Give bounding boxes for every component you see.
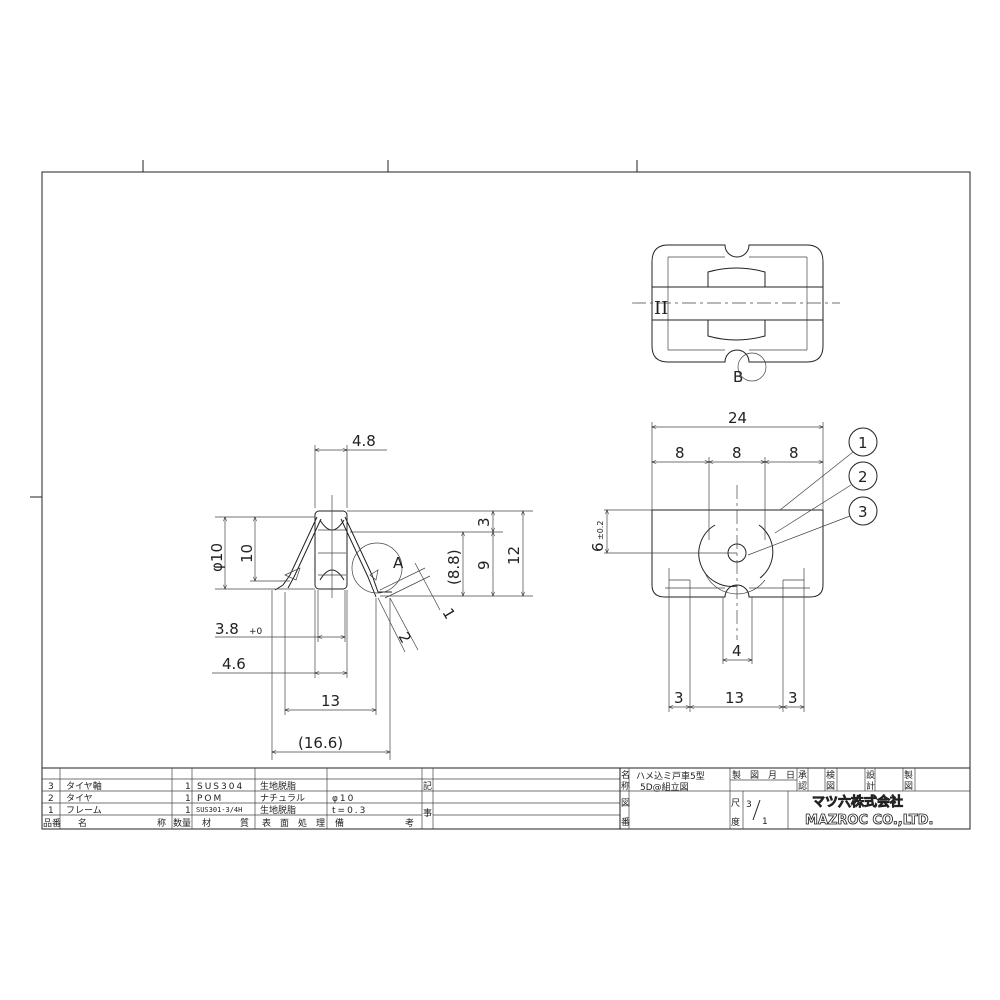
- dim-8-left: 8: [675, 444, 685, 462]
- date-label: 製 図 月 日: [732, 769, 795, 781]
- front-view: 24 8 8 8 6 ±0.2 1 2 3 4: [589, 409, 878, 712]
- svg-text:検: 検: [826, 769, 835, 781]
- svg-text:3: 3: [746, 800, 752, 810]
- detail-circle-b: [737, 352, 767, 382]
- svg-text:備: 備: [335, 817, 344, 829]
- svg-text:t=0.3: t=0.3: [332, 806, 367, 816]
- svg-text:数量: 数量: [173, 817, 191, 829]
- svg-text:計: 計: [866, 780, 875, 792]
- frame-part: [274, 516, 392, 598]
- svg-text:1: 1: [48, 806, 54, 816]
- parts-row: 1 フレーム 1 SUS301-3/4H 生地脱脂 t=0.3: [48, 804, 367, 816]
- dim-3-8: 3.8: [215, 620, 239, 638]
- detail-circle-a: [351, 542, 403, 594]
- dim-24: 24: [728, 409, 747, 427]
- svg-text:SUS304: SUS304: [197, 782, 244, 792]
- svg-text:考: 考: [405, 818, 414, 829]
- dim-10: 10: [238, 544, 256, 563]
- dim-8-mid: 8: [732, 444, 742, 462]
- svg-text:タイヤ軸: タイヤ軸: [66, 780, 102, 792]
- svg-text:3: 3: [858, 503, 868, 521]
- svg-text:ナチュラル: ナチュラル: [260, 793, 305, 804]
- svg-text:質: 質: [240, 817, 249, 829]
- dim-2: 2: [395, 629, 415, 646]
- dim-13: 13: [321, 692, 340, 710]
- svg-text:生地脱脂: 生地脱脂: [260, 780, 296, 792]
- balloon-2: 2: [774, 461, 878, 534]
- dim-13-front: 13: [725, 689, 744, 707]
- dim-diameter: φ10: [208, 543, 226, 572]
- detail-label-b: B: [733, 368, 743, 386]
- drawing-title: ハメ込ミ戸車5型: [636, 770, 705, 782]
- top-view: II B: [632, 244, 840, 386]
- dim-3: 3: [475, 517, 493, 527]
- svg-text:POM: POM: [197, 794, 223, 804]
- svg-text:タイヤ: タイヤ: [66, 793, 93, 804]
- svg-text:度: 度: [731, 816, 740, 828]
- dim-6: 6: [589, 542, 607, 552]
- svg-text:フレーム: フレーム: [66, 805, 102, 816]
- sheet-frame: [30, 160, 971, 830]
- svg-text:認: 認: [798, 780, 807, 792]
- dim-1: 1: [439, 605, 459, 622]
- svg-text:尺: 尺: [731, 798, 740, 809]
- svg-text:表 面 処 理: 表 面 処 理: [262, 817, 325, 829]
- svg-text:φ10: φ10: [332, 794, 355, 804]
- balloon-1: 1: [779, 427, 878, 511]
- dim-12: 12: [505, 546, 523, 565]
- svg-text:マツ六株式会社: マツ六株式会社: [812, 794, 903, 810]
- svg-text:称: 称: [157, 817, 166, 829]
- parts-header: 品番 名 称 数量 材 質 表 面 処 理 備 考: [43, 817, 414, 829]
- svg-text:1: 1: [185, 794, 191, 804]
- svg-text:名: 名: [621, 769, 630, 781]
- svg-text:1: 1: [762, 817, 768, 827]
- title-block: 名 称 ハメ込ミ戸車5型 5D@組立図 図 番 製 図 月 日 承 認 検 図 …: [620, 768, 970, 829]
- svg-text:生地脱脂: 生地脱脂: [260, 804, 296, 816]
- svg-text:MAZROC CO.,LTD.: MAZROC CO.,LTD.: [805, 813, 933, 828]
- svg-text:図: 図: [826, 781, 835, 792]
- dim-3-left: 3: [674, 689, 684, 707]
- svg-text:図: 図: [621, 798, 630, 809]
- dim-3-8-tolerance: +0: [249, 627, 263, 637]
- svg-text:2: 2: [858, 468, 868, 486]
- wheel: [314, 495, 348, 598]
- svg-text:製: 製: [904, 769, 913, 781]
- parts-row: 2 タイヤ 1 POM ナチュラル φ10: [48, 793, 355, 804]
- mark-ii: II: [654, 298, 668, 319]
- svg-text:品番: 品番: [43, 817, 61, 829]
- svg-text:番: 番: [621, 816, 630, 828]
- remarks-label: 事: [423, 807, 432, 819]
- scale-value: 3 1: [746, 799, 768, 827]
- dim-4: 4: [732, 642, 742, 660]
- parts-list: 3 タイヤ軸 1 SUS304 生地脱脂 2 タイヤ 1 POM ナチュラル φ…: [42, 767, 970, 829]
- dim-16-6: (16.6): [298, 734, 343, 752]
- svg-text:名: 名: [78, 817, 87, 829]
- svg-text:設: 設: [866, 769, 875, 781]
- dim-3-right: 3: [788, 689, 798, 707]
- company-logo: マツ六株式会社 MAZROC CO.,LTD.: [805, 794, 934, 829]
- svg-text:図: 図: [904, 781, 913, 792]
- parts-row: 3 タイヤ軸 1 SUS304 生地脱脂: [48, 780, 296, 792]
- svg-text:1: 1: [185, 806, 191, 816]
- svg-text:承: 承: [798, 770, 807, 781]
- svg-text:SUS301-3/4H: SUS301-3/4H: [196, 806, 242, 814]
- svg-text:3: 3: [48, 782, 54, 792]
- dim-width: 4.8: [352, 432, 376, 450]
- balloon-3: 3: [747, 496, 878, 556]
- svg-text:1: 1: [858, 434, 868, 452]
- dim-9: 9: [475, 560, 493, 570]
- svg-text:材: 材: [202, 817, 211, 829]
- remarks-label: 記: [423, 780, 432, 792]
- dim-8-right: 8: [789, 444, 799, 462]
- drawing-subtitle: 5D@組立図: [640, 781, 689, 793]
- dim-4-6: 4.6: [222, 655, 246, 673]
- svg-text:2: 2: [48, 794, 54, 804]
- svg-text:称: 称: [621, 780, 630, 792]
- detail-label-a: A: [393, 554, 404, 572]
- dim-6-tolerance: ±0.2: [596, 521, 605, 540]
- side-section-view: A 4.8 φ10 10 3 9 12 (8.8) 1 2: [208, 432, 533, 760]
- svg-text:1: 1: [185, 782, 191, 792]
- dim-8-8: (8.8): [445, 549, 463, 585]
